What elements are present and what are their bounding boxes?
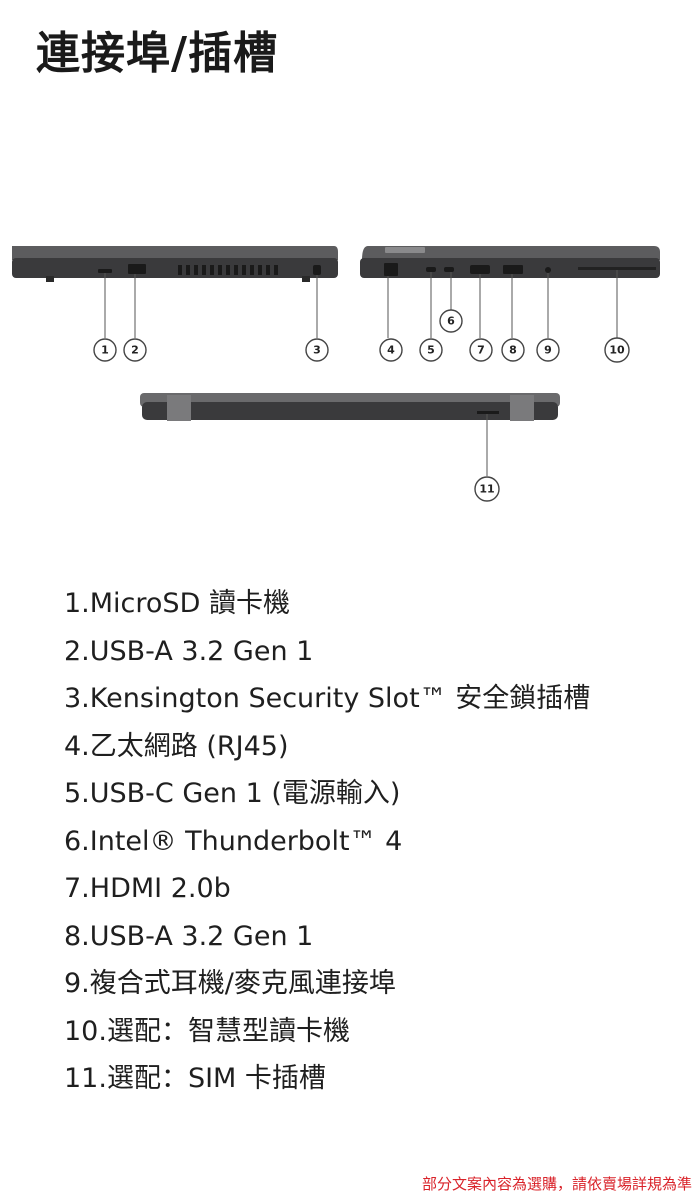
page-title: 連接埠/插槽 [36,28,279,79]
sim-slot-icon [477,411,499,414]
laptop-ports-diagram: 1 2 3 4 5 6 7 8 9 10 11 [12,246,660,502]
vent-grille-icon [178,265,278,275]
audio-jack-icon [545,267,551,273]
port-item: 10.選配：智慧型讀卡機 [64,1015,350,1047]
thunderbolt-port-icon [444,267,454,272]
callout-11: 11 [474,476,500,502]
callout-4: 4 [379,338,403,362]
smart-card-slot-icon [578,267,656,270]
callout-10: 10 [604,337,630,363]
svg-text:4: 4 [387,344,395,357]
usb-c-port-icon [426,267,436,272]
port-item: 8.USB-A 3.2 Gen 1 [64,920,314,952]
callout-9: 9 [536,338,560,362]
laptop-back-view [140,393,560,476]
port-item: 2.USB-A 3.2 Gen 1 [64,635,314,667]
svg-text:11: 11 [479,483,494,496]
callout-7: 7 [469,338,493,362]
usb-a-port-right-icon [503,265,523,274]
svg-text:3: 3 [313,344,321,357]
callout-3: 3 [305,338,329,362]
usb-a-port-icon [128,264,146,274]
ethernet-port-icon [384,263,398,276]
callout-6: 6 [439,309,463,333]
hdmi-port-icon [470,265,490,274]
callout-2: 2 [123,338,147,362]
port-item: 6.Intel® Thunderbolt™ 4 [64,825,403,857]
laptop-right-side [360,246,660,338]
port-item: 3.Kensington Security Slot™ 安全鎖插槽 [64,683,591,714]
port-item: 9.複合式耳機/麥克風連接埠 [64,968,396,999]
port-item: 11.選配：SIM 卡插槽 [64,1063,326,1094]
svg-text:5: 5 [427,344,435,357]
security-lock-slot-icon [313,265,321,275]
svg-text:1: 1 [101,344,109,357]
svg-text:2: 2 [131,344,139,357]
microsd-slot-icon [98,269,112,273]
disclaimer-note: 部分文案內容為選購，請依賣場詳規為準 [421,1175,692,1193]
svg-text:6: 6 [447,315,455,328]
svg-text:10: 10 [609,344,625,357]
ports-list: 1.MicroSD 讀卡機 2.USB-A 3.2 Gen 1 3.Kensin… [64,580,590,1103]
svg-text:7: 7 [477,344,485,357]
callout-1: 1 [93,338,117,362]
svg-text:8: 8 [509,344,517,357]
laptop-left-side [12,246,338,338]
port-item: 4.乙太網路 (RJ45) [64,730,289,762]
port-item: 7.HDMI 2.0b [64,873,231,904]
callout-5: 5 [419,338,443,362]
port-item: 1.MicroSD 讀卡機 [64,588,290,619]
svg-text:9: 9 [544,344,552,357]
callout-8: 8 [501,338,525,362]
port-item: 5.USB-C Gen 1 (電源輸入) [64,778,401,809]
